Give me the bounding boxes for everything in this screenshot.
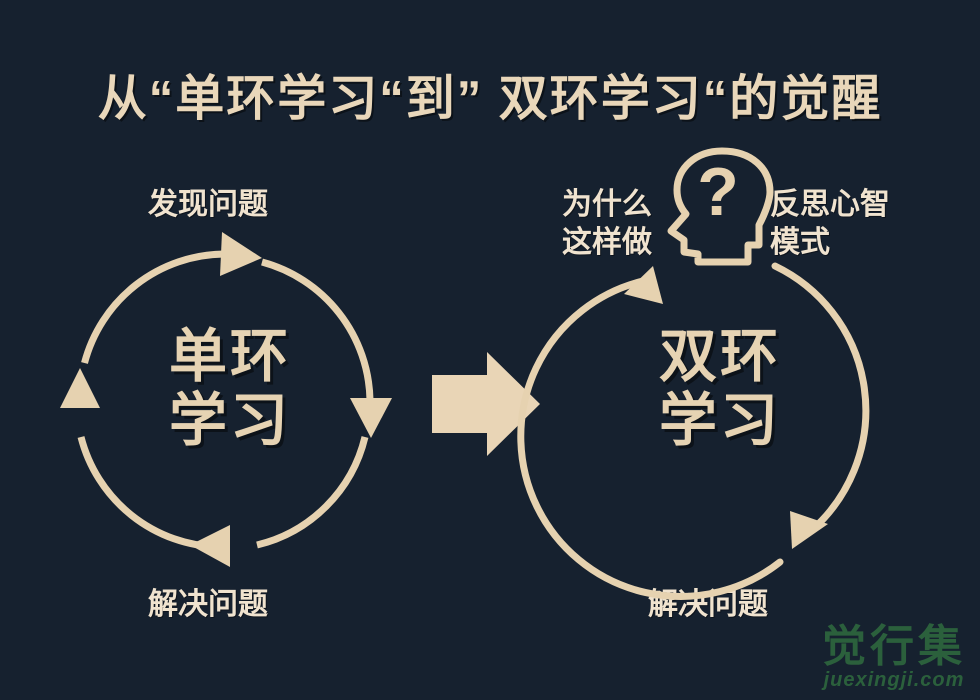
single-loop-arrowhead-left [60,368,100,408]
single-loop-center-label: 单环 学习 [168,324,291,453]
single-loop-arc-bottom [256,436,369,549]
head-question-mark-glyph: ? [697,154,739,230]
transition-arrow-icon [432,352,540,456]
single-loop-top-label: 发现问题 [148,188,268,221]
single-loop-bottom-label: 解决问题 [148,588,268,621]
page-title: 从“单环学习“到” 双环学习“的觉醒 [97,72,883,126]
double-loop-arrowhead-bottom [790,511,828,549]
single-loop-arrowhead-right [350,398,392,438]
double-loop-arrowhead-top [624,266,663,304]
single-loop-arrowhead-top [220,232,262,276]
head-question-icon [667,147,774,266]
double-loop-center-label: 双环 学习 [658,324,781,453]
single-loop-arrowhead-bottom [190,525,230,567]
double-loop-left-label: 为什么 这样做 [562,188,652,259]
watermark-url: juexingji.com [823,669,965,691]
head-outline-icon [667,147,774,266]
single-loop-arc-left [77,436,220,551]
watermark: 觉行集 juexingji.com [822,622,966,692]
double-loop-bottom-label: 解决问题 [648,588,768,621]
double-loop-right-label: 反思心智 模式 [770,188,890,259]
watermark-name: 觉行集 [822,622,966,671]
